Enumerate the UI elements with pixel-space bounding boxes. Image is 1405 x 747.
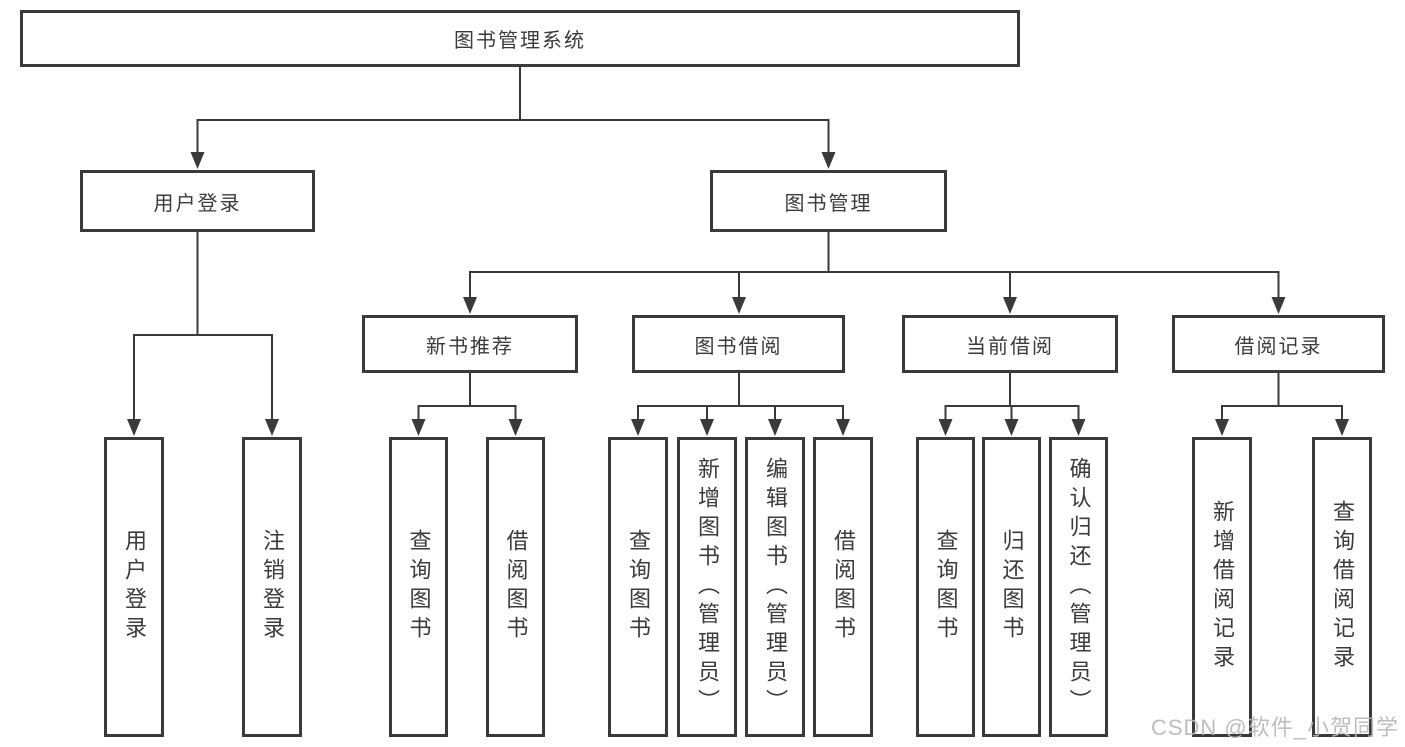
leaf-bb-borrow-books-label: 借阅图书 [831, 529, 856, 645]
node-root-label: 图书管理系统 [454, 30, 586, 52]
leaf-logout: 注销登录 [242, 437, 302, 737]
node-book-borrow-label: 图书借阅 [694, 335, 783, 358]
node-user-login: 用户登录 [80, 170, 315, 232]
leaf-br-query-record-label: 查询借阅记录 [1330, 500, 1355, 674]
leaf-br-query-record: 查询借阅记录 [1312, 437, 1372, 737]
node-new-book-recommend: 新书推荐 [362, 315, 578, 373]
node-borrow-records: 借阅记录 [1172, 315, 1385, 373]
node-new-book-recommend-label: 新书推荐 [426, 335, 514, 358]
node-book-borrow: 图书借阅 [632, 315, 845, 373]
leaf-cb-query-books: 查询图书 [916, 437, 975, 737]
leaf-bb-add-books-admin-label: 新增图书（管理员） [695, 456, 720, 718]
node-user-login-label: 用户登录 [153, 192, 242, 215]
leaf-cb-confirm-return-admin: 确认归还（管理员） [1049, 437, 1108, 737]
node-current-borrow: 当前借阅 [902, 315, 1118, 373]
leaf-bb-add-books-admin: 新增图书（管理员） [677, 437, 737, 737]
node-root: 图书管理系统 [20, 10, 1020, 67]
leaf-bb-edit-books-admin: 编辑图书（管理员） [745, 437, 805, 737]
node-book-management: 图书管理 [710, 170, 947, 232]
node-borrow-records-label: 借阅记录 [1234, 335, 1323, 358]
leaf-nbr-borrow-books-label: 借阅图书 [503, 529, 529, 645]
node-book-management-label: 图书管理 [784, 192, 873, 215]
leaf-bb-borrow-books: 借阅图书 [813, 437, 873, 737]
leaf-user-login-label: 用户登录 [122, 529, 147, 645]
leaf-bb-query-books-label: 查询图书 [626, 529, 651, 645]
csdn-watermark: CSDN @软件_小贺同学 [1150, 715, 1399, 740]
leaf-bb-edit-books-admin-label: 编辑图书（管理员） [763, 456, 788, 718]
leaf-cb-query-books-label: 查询图书 [933, 529, 959, 645]
leaf-cb-return-books-label: 归还图书 [999, 529, 1025, 645]
leaf-nbr-query-books: 查询图书 [389, 437, 448, 737]
leaf-user-login: 用户登录 [104, 437, 164, 737]
node-current-borrow-label: 当前借阅 [966, 335, 1054, 358]
leaf-nbr-borrow-books: 借阅图书 [486, 437, 545, 737]
leaf-bb-query-books: 查询图书 [608, 437, 668, 737]
leaf-br-add-record: 新增借阅记录 [1192, 437, 1252, 737]
leaf-cb-return-books: 归还图书 [982, 437, 1041, 737]
leaf-nbr-query-books-label: 查询图书 [406, 529, 432, 645]
leaf-logout-label: 注销登录 [260, 529, 285, 645]
leaf-cb-confirm-return-admin-label: 确认归还（管理员） [1066, 456, 1092, 718]
leaf-br-add-record-label: 新增借阅记录 [1210, 500, 1235, 674]
